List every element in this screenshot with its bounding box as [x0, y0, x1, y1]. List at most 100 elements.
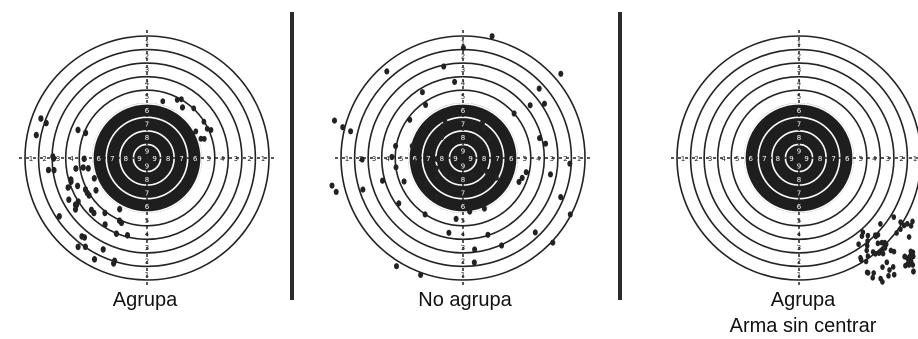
shot-hole: [454, 216, 459, 222]
ring-number: 4: [461, 230, 466, 238]
shot-hole: [423, 102, 428, 108]
shot-hole: [472, 246, 477, 252]
ring-number: 9: [145, 163, 149, 171]
shot-hole: [499, 242, 504, 248]
ring-number: 9: [804, 155, 808, 163]
ring-number: 5: [523, 155, 527, 163]
shot-hole: [871, 270, 876, 276]
shot-hole: [558, 71, 563, 77]
shot-hole: [898, 226, 903, 232]
shot-hole: [892, 272, 897, 278]
ring-number: 7: [145, 190, 149, 198]
shot-hole: [876, 240, 881, 246]
shot-hole: [480, 166, 485, 172]
ring-number: 3: [708, 155, 712, 163]
caption-agrupa-right: Agrupa: [703, 288, 903, 312]
shot-hole: [866, 270, 871, 276]
ring-number: 7: [797, 120, 801, 128]
ring-number: 4: [145, 230, 150, 238]
ring-number: 7: [797, 190, 801, 198]
ring-number: 7: [831, 155, 835, 163]
shot-hole: [51, 167, 56, 174]
shot-hole: [93, 187, 98, 194]
shot-hole: [880, 240, 885, 246]
shot-hole: [394, 164, 399, 170]
ring-number: 6: [461, 203, 466, 211]
ring-number: 7: [145, 120, 149, 128]
ring-number: 3: [461, 66, 465, 74]
ring-number: 1: [261, 155, 265, 163]
ring-number: 2: [247, 155, 251, 163]
ring-number: 8: [797, 176, 801, 184]
ring-number: 3: [797, 66, 801, 74]
caption-arma-sin-centrar: Arma sin centrar: [703, 314, 903, 338]
shot-hole: [85, 190, 90, 197]
ring-number: 4: [220, 155, 225, 163]
shot-hole: [410, 143, 415, 149]
ring-number: 2: [461, 53, 465, 61]
shot-hole: [886, 273, 891, 279]
shot-hole: [864, 248, 869, 254]
shot-hole: [330, 183, 335, 189]
ring-number: 7: [110, 155, 114, 163]
shot-hole: [558, 194, 563, 200]
ring-number: 8: [461, 176, 465, 184]
shot-hole: [490, 33, 495, 39]
shot-hole: [548, 171, 553, 177]
shot-hole: [858, 255, 863, 261]
shot-hole: [487, 136, 492, 142]
shot-hole: [420, 89, 425, 95]
ring-number: 8: [166, 155, 170, 163]
ring-number: 2: [797, 257, 801, 265]
shot-hole: [892, 214, 897, 220]
ring-number: 4: [145, 80, 150, 88]
ring-number: 1: [797, 39, 801, 47]
ring-number: 9: [145, 147, 149, 155]
shot-hole: [117, 217, 122, 224]
ring-number: 8: [440, 155, 444, 163]
shot-hole: [418, 272, 423, 278]
ring-number: 3: [797, 244, 801, 252]
ring-number: 5: [207, 155, 211, 163]
shot-hole: [878, 276, 883, 282]
shot-hole: [528, 102, 533, 108]
shot-hole: [73, 165, 78, 172]
shot-hole: [191, 105, 196, 111]
ring-number: 2: [899, 155, 903, 163]
shot-hole: [909, 223, 914, 229]
shot-hole: [873, 251, 878, 257]
shot-hole: [494, 175, 499, 181]
shot-hole: [520, 175, 525, 181]
shot-hole: [480, 119, 485, 125]
shot-hole: [878, 221, 883, 227]
shot-hole: [442, 170, 447, 176]
shot-hole: [452, 79, 457, 85]
ring-number: 1: [681, 155, 685, 163]
ring-number: 1: [577, 155, 581, 163]
shot-hole: [860, 233, 865, 239]
ring-number: 5: [859, 155, 863, 163]
ring-number: 6: [509, 155, 514, 163]
shot-hole: [66, 196, 71, 203]
shot-hole: [111, 260, 116, 267]
shot-hole: [485, 169, 490, 175]
shot-hole: [83, 244, 88, 251]
shot-hole: [92, 256, 97, 263]
shot-hole: [92, 175, 97, 182]
target-2: 111122223333444455556666777788889999: [330, 30, 592, 286]
shot-hole: [474, 136, 479, 142]
ring-number: 6: [749, 155, 754, 163]
shot-hole: [44, 120, 49, 127]
shot-hole: [46, 167, 51, 174]
shot-hole: [472, 259, 477, 265]
shot-hole: [407, 117, 412, 123]
ring-number: 1: [913, 155, 917, 163]
shot-hole: [434, 165, 439, 171]
shot-hole: [482, 206, 487, 212]
ring-number: 3: [550, 155, 554, 163]
shot-hole: [75, 183, 80, 190]
shot-hole: [389, 154, 394, 160]
ring-number: 9: [453, 155, 457, 163]
